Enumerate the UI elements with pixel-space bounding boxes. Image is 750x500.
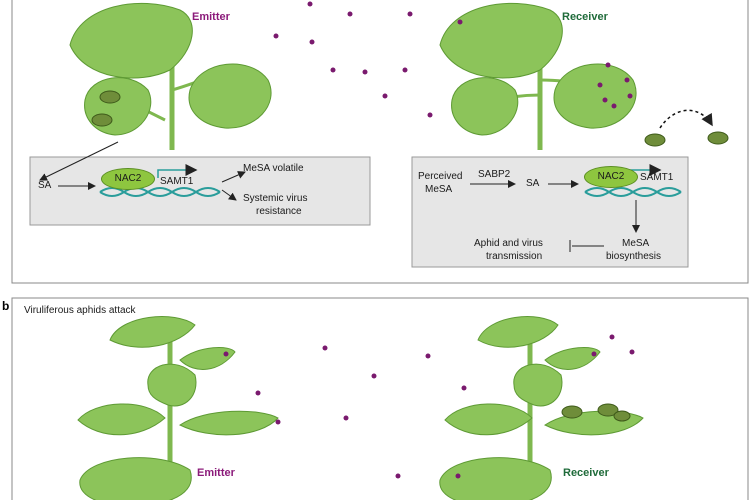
mesa-volatile-label: MeSA volatile xyxy=(243,163,304,174)
promoter-arrow xyxy=(157,164,198,178)
panel-b-letter: b xyxy=(2,299,10,313)
receiver-nac2-oval: NAC2 xyxy=(584,166,638,188)
panel-b-title: Viruliferous aphids attack xyxy=(24,305,136,316)
aphid-transmission-label-1: Aphid and virus xyxy=(474,238,543,249)
systemic-resistance-label-2: resistance xyxy=(256,206,302,217)
arrow-aphid-to-sa xyxy=(39,141,119,181)
panel-b-frame xyxy=(11,297,749,500)
emitter-sa-label: SA xyxy=(38,180,52,191)
dna-helix xyxy=(584,187,682,197)
receiver-plant-a xyxy=(439,2,637,150)
receiver-label-b: Receiver xyxy=(563,467,609,479)
aphid-icon xyxy=(644,109,729,147)
emitter-plant-a xyxy=(69,2,272,150)
perceived-mesa-label-2: MeSA xyxy=(425,184,453,195)
emitter-pathway-box xyxy=(29,156,371,226)
dna-helix xyxy=(99,187,221,197)
dna-helix xyxy=(99,187,221,197)
panel-a-frame xyxy=(11,0,749,284)
receiver-pathway-box xyxy=(411,156,689,268)
emitter-nac2-oval: NAC2 xyxy=(101,168,155,190)
systemic-resistance-label-1: Systemic virus xyxy=(243,193,308,204)
mesa-biosynthesis-label-2: biosynthesis xyxy=(606,251,662,262)
volatile-dots-b xyxy=(223,334,635,479)
receiver-label-a: Receiver xyxy=(562,11,608,23)
perceived-mesa-label-1: Perceived xyxy=(418,171,463,182)
arrow-to-resistance xyxy=(221,189,237,201)
arrow-to-volatile xyxy=(221,171,246,183)
emitter-plant-b xyxy=(77,316,279,500)
receiver-samt1-label: SAMT1 xyxy=(640,172,674,183)
aphid-transmission-label-2: transmission xyxy=(486,251,543,262)
emitter-label-a: Emitter xyxy=(192,11,230,23)
aphid-icon xyxy=(561,403,631,422)
emitter-samt1-label: SAMT1 xyxy=(160,176,194,187)
aphid-icon xyxy=(91,90,121,127)
emitter-label-b: Emitter xyxy=(197,467,235,479)
inhibition-arrow xyxy=(569,240,604,252)
sabp2-label: SABP2 xyxy=(478,169,511,180)
mesa-biosynthesis-label-1: MeSA xyxy=(622,238,650,249)
receiver-sa-label: SA xyxy=(526,178,540,189)
